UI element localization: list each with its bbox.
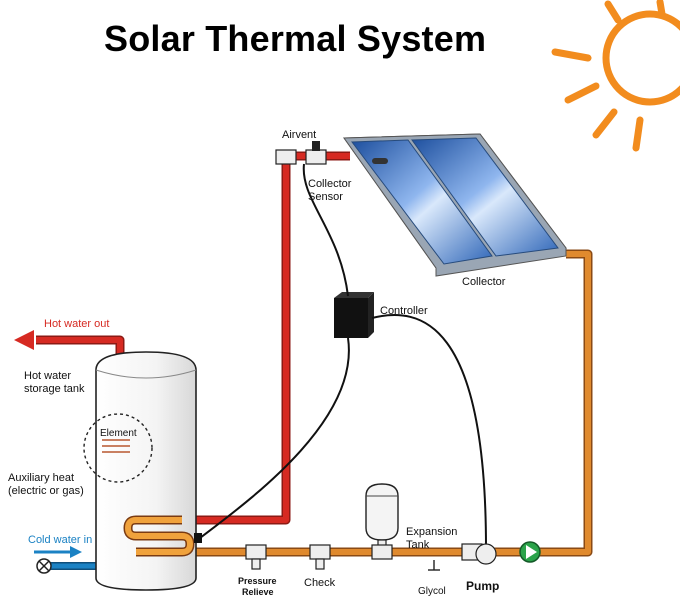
- hot-water-out-label: Hot water out: [44, 318, 110, 330]
- pump-label: Pump: [466, 579, 500, 593]
- solar-collector: [343, 133, 567, 277]
- tank-sensor: [194, 533, 202, 543]
- glycol-fill-icon: [428, 560, 440, 571]
- check-label: Check: [304, 577, 336, 589]
- element-label: Element: [100, 428, 137, 439]
- heat-exchanger-coil: [123, 515, 195, 557]
- flow-direction-icon: [519, 541, 541, 563]
- hot-supply-pipe: [182, 151, 350, 525]
- collector-sensor-label-2: Sensor: [308, 191, 343, 203]
- check-valve-icon: [309, 544, 331, 570]
- storage-tank-label-1: Hot water: [24, 370, 72, 382]
- sensor-wires: [199, 163, 487, 549]
- storage-tank: [95, 351, 197, 591]
- expansion-tank-label-2: Tank: [406, 539, 430, 551]
- controller-box: [334, 292, 374, 338]
- expansion-tank: [365, 483, 399, 560]
- pressure-relieve-label-2: Relieve: [242, 587, 274, 597]
- aux-heat-label-2: (electric or gas): [8, 485, 84, 497]
- collector-sensor-label-1: Collector: [308, 178, 352, 190]
- airvent-icon: [275, 141, 327, 165]
- sun-icon: [551, 0, 680, 152]
- cold-water-in-label: Cold water in: [28, 534, 93, 546]
- pump-icon: [461, 543, 497, 565]
- hot-water-out-arrow: [14, 330, 34, 350]
- airvent-label: Airvent: [282, 129, 317, 141]
- page-title: Solar Thermal System: [104, 18, 487, 59]
- collector-sensor-probe: [372, 158, 388, 164]
- collector-label: Collector: [462, 276, 506, 288]
- cold-water-arrow: [34, 546, 82, 558]
- pressure-relieve-label-1: Pressure: [238, 576, 277, 586]
- glycol-label: Glycol: [418, 586, 446, 597]
- controller-label: Controller: [380, 305, 428, 317]
- aux-heat-label-1: Auxiliary heat: [8, 472, 75, 484]
- storage-tank-label-2: storage tank: [24, 383, 85, 395]
- inlet-valve-icon: [36, 558, 52, 574]
- heating-element: [83, 413, 153, 483]
- expansion-tank-label-1: Expansion: [406, 526, 458, 538]
- pressure-relieve-valve-icon: [245, 544, 267, 570]
